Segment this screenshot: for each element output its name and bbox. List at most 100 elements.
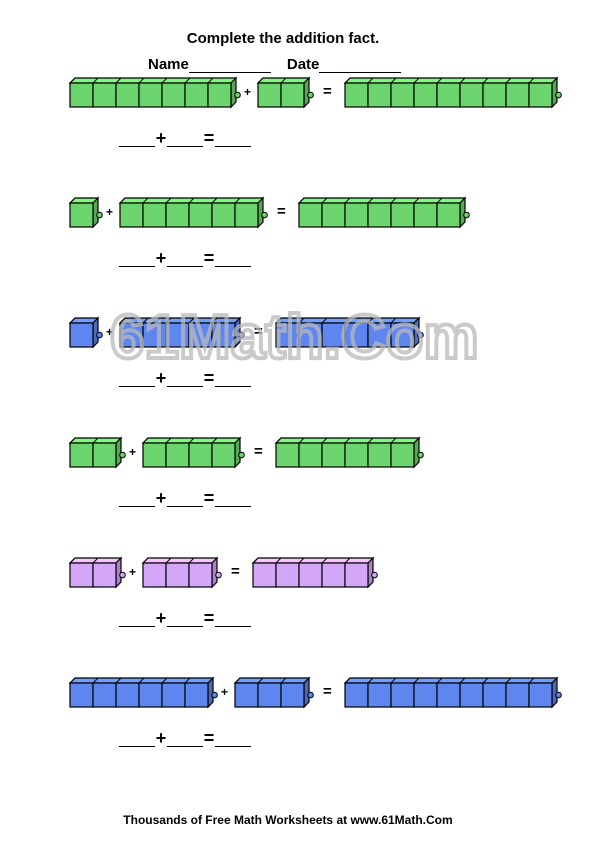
unit-cube <box>92 562 117 588</box>
unit-cube <box>165 562 190 588</box>
unit-cube <box>211 442 236 468</box>
addend-b-blank[interactable] <box>167 608 203 627</box>
answer-blanks: += <box>119 126 251 152</box>
addend-b-blank[interactable] <box>167 728 203 747</box>
footer-text: Thousands of Free Math Worksheets at www… <box>123 813 453 827</box>
unit-cube <box>298 322 323 348</box>
unit-cube <box>275 442 300 468</box>
unit-cube <box>69 202 94 228</box>
sum-blank[interactable] <box>215 248 251 267</box>
unit-cube <box>252 562 277 588</box>
name-field[interactable] <box>188 56 271 73</box>
unit-cube <box>413 82 438 108</box>
unit-cube <box>482 682 507 708</box>
unit-cube <box>142 322 167 348</box>
unit-cube <box>69 322 94 348</box>
unit-cube <box>234 682 259 708</box>
unit-cube <box>188 322 213 348</box>
unit-cube <box>138 82 163 108</box>
sum-blank[interactable] <box>215 128 251 147</box>
sum-cubes <box>274 316 424 349</box>
unit-cube <box>257 682 282 708</box>
equals-sign: = <box>231 563 240 580</box>
unit-cube <box>184 682 209 708</box>
unit-cube <box>138 682 163 708</box>
equals-sign: = <box>323 83 332 100</box>
unit-cube <box>436 202 461 228</box>
unit-cube <box>344 82 369 108</box>
addend-a-blank[interactable] <box>119 608 155 627</box>
addend-b-cubes <box>256 76 314 109</box>
plus-sign: + <box>106 325 114 339</box>
addend-b-cubes <box>118 196 268 229</box>
unit-cube <box>234 202 259 228</box>
equals-sign: = <box>203 488 215 508</box>
unit-cube <box>165 202 190 228</box>
worksheet-title: Complete the addition fact. <box>186 30 380 47</box>
unit-cube <box>344 322 369 348</box>
equals-sign: = <box>203 368 215 388</box>
addend-a-blank[interactable] <box>119 248 155 267</box>
unit-cube <box>344 562 369 588</box>
unit-cube <box>165 442 190 468</box>
sum-blank[interactable] <box>215 608 251 627</box>
unit-cube <box>115 82 140 108</box>
unit-cube <box>92 82 117 108</box>
unit-cube <box>436 682 461 708</box>
addend-a-blank[interactable] <box>119 728 155 747</box>
addend-a-cubes <box>68 676 218 709</box>
unit-cube <box>459 82 484 108</box>
unit-cube <box>275 322 300 348</box>
plus-sign: + <box>129 445 137 459</box>
sum-blank[interactable] <box>215 728 251 747</box>
unit-cube <box>280 82 305 108</box>
plus-sign: + <box>155 248 167 268</box>
plus-sign: + <box>155 608 167 628</box>
unit-cube <box>161 82 186 108</box>
unit-cube <box>390 322 415 348</box>
unit-cube <box>413 202 438 228</box>
answer-blanks: += <box>119 726 251 752</box>
plus-sign: + <box>106 205 114 219</box>
unit-cube <box>505 82 530 108</box>
unit-cube <box>436 82 461 108</box>
plus-sign: + <box>155 368 167 388</box>
unit-cube <box>321 202 346 228</box>
date-field[interactable] <box>319 56 402 73</box>
unit-cube <box>257 82 282 108</box>
unit-cube <box>211 202 236 228</box>
sum-cubes <box>297 196 470 229</box>
addend-b-blank[interactable] <box>167 488 203 507</box>
plus-sign: + <box>155 128 167 148</box>
unit-cube <box>344 202 369 228</box>
unit-cube <box>321 442 346 468</box>
unit-cube <box>188 442 213 468</box>
unit-cube <box>165 322 190 348</box>
unit-cube <box>142 562 167 588</box>
addend-a-cubes <box>68 556 126 589</box>
addend-a-cubes <box>68 316 103 349</box>
unit-cube <box>142 202 167 228</box>
addend-b-blank[interactable] <box>167 368 203 387</box>
unit-cube <box>505 682 530 708</box>
unit-cube <box>69 562 94 588</box>
sum-blank[interactable] <box>215 488 251 507</box>
addend-b-blank[interactable] <box>167 248 203 267</box>
addend-b-blank[interactable] <box>167 128 203 147</box>
sum-cubes <box>343 76 562 109</box>
unit-cube <box>92 442 117 468</box>
unit-cube <box>69 442 94 468</box>
unit-cube <box>69 82 94 108</box>
unit-cube <box>344 682 369 708</box>
unit-cube <box>188 562 213 588</box>
addend-a-blank[interactable] <box>119 128 155 147</box>
addend-a-blank[interactable] <box>119 488 155 507</box>
unit-cube <box>119 202 144 228</box>
unit-cube <box>280 682 305 708</box>
sum-blank[interactable] <box>215 368 251 387</box>
sum-cubes <box>343 676 562 709</box>
addend-a-blank[interactable] <box>119 368 155 387</box>
answer-blanks: += <box>119 246 251 272</box>
unit-cube <box>119 322 144 348</box>
equals-sign: = <box>203 248 215 268</box>
